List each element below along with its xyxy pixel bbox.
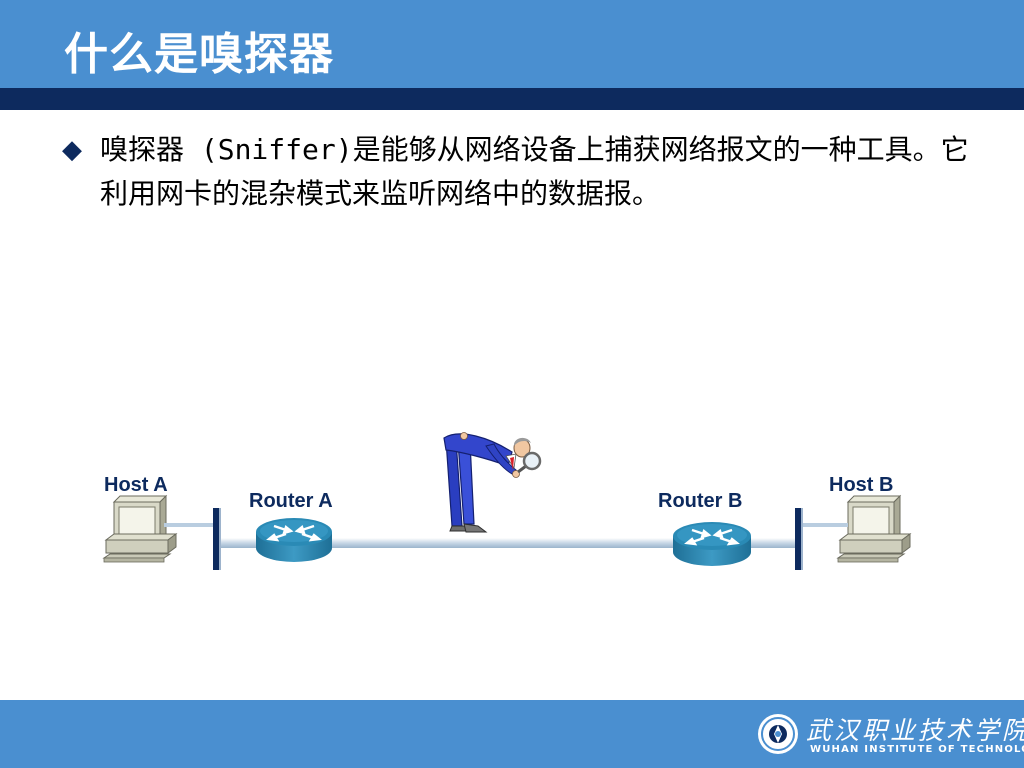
segment-a-bar-shade — [219, 508, 221, 570]
school-logo-subtitle: WUHAN INSTITUTE OF TECHNOLOGY — [810, 744, 1024, 755]
host-b-label: Host B — [829, 474, 893, 496]
school-logo-name: 武汉职业技术学院 — [806, 716, 1024, 745]
school-emblem-icon — [758, 714, 798, 754]
slide-title: 什么是嗅探器 — [64, 29, 334, 80]
host-a-label: Host A — [104, 474, 168, 496]
host-a-link — [164, 523, 216, 527]
segment-b-bar — [795, 508, 801, 570]
host-b-link — [800, 523, 848, 527]
bullet-text: 嗅探器 (Sniffer)是能够从网络设备上捕获网络报文的一种工具。它利用网卡的… — [100, 133, 969, 210]
router-b-icon — [673, 522, 751, 566]
header-bar — [0, 0, 1024, 88]
footer-bar — [0, 700, 1024, 768]
sniffer-man-magnifier-icon — [443, 432, 542, 533]
host-b-computer-icon — [836, 494, 912, 563]
segment-a-bar — [213, 508, 219, 570]
header-stripe — [0, 88, 1024, 110]
diamond-bullet-icon: ◆ — [62, 135, 82, 165]
host-a-computer-icon — [102, 494, 178, 563]
router-b-label: Router B — [658, 490, 742, 512]
router-a-icon — [256, 518, 332, 562]
router-a-label: Router A — [249, 490, 333, 512]
network-cable — [218, 538, 798, 548]
segment-b-bar-shade — [801, 508, 803, 570]
bullet-point: ◆ 嗅探器 (Sniffer)是能够从网络设备上捕获网络报文的一种工具。它利用网… — [62, 128, 972, 216]
